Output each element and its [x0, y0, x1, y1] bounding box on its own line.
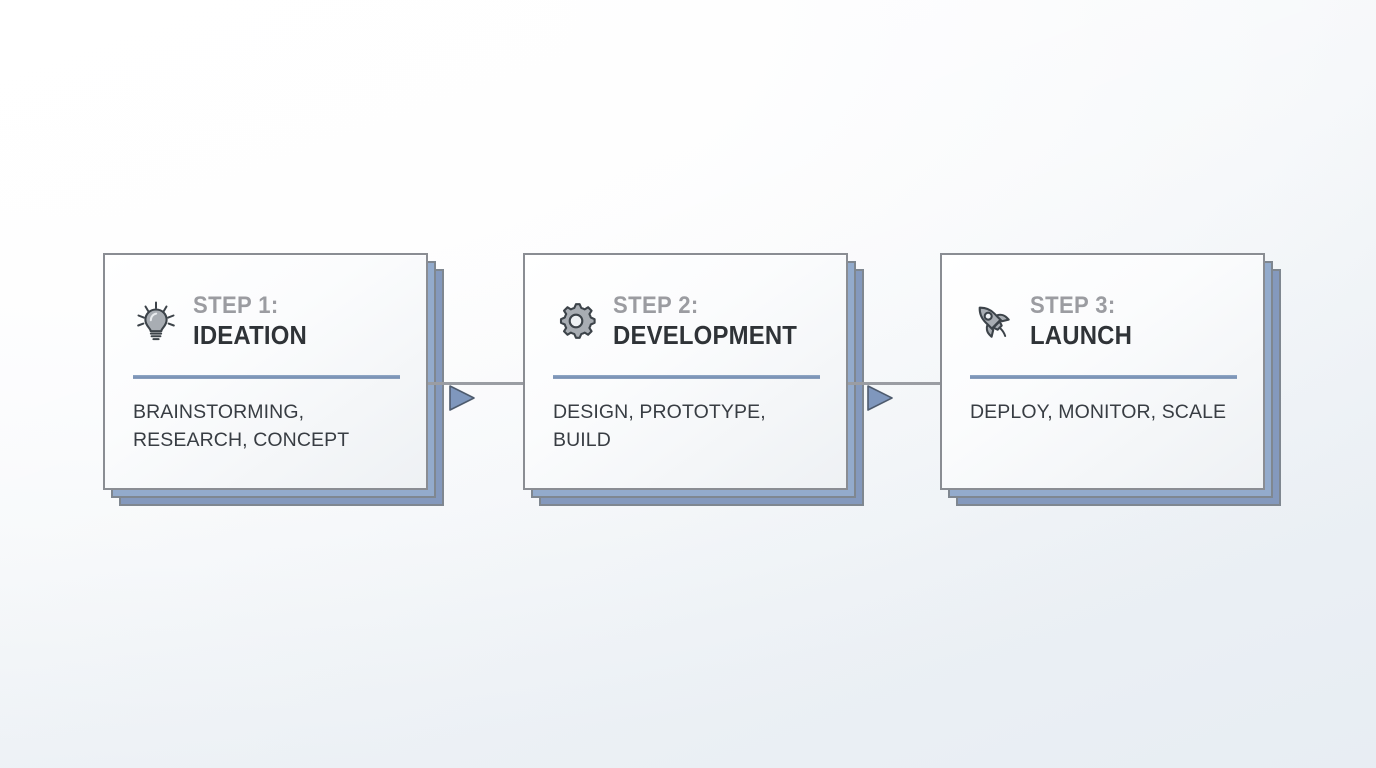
rocket-icon — [970, 298, 1016, 344]
lightbulb-icon — [133, 298, 179, 344]
card-surface — [103, 253, 428, 490]
card-surface — [523, 253, 848, 490]
step-card-1[interactable]: STEP 1: IDEATION BRAINSTORMING, RESEARCH… — [103, 253, 444, 506]
step-title: DEVELOPMENT — [613, 320, 798, 350]
card-surface — [940, 253, 1265, 490]
card-body-text: DESIGN, PROTOTYPE, BUILD — [553, 401, 766, 452]
connector-line — [428, 381, 476, 385]
step-card-2[interactable]: STEP 2: DEVELOPMENT DESIGN, PROTOTYPE, B… — [523, 253, 864, 506]
connector-line-tail — [475, 381, 523, 385]
step-title: IDEATION — [193, 320, 307, 350]
connector-1 — [428, 370, 523, 411]
step-card-3[interactable]: STEP 3: LAUNCH DEPLOY, MONITOR, SCALE — [940, 253, 1281, 506]
card-divider — [553, 375, 820, 379]
card-header: STEP 1: IDEATION — [133, 285, 400, 357]
step-title: LAUNCH — [1030, 320, 1133, 350]
card-divider — [133, 375, 400, 379]
connector-line-tail — [894, 381, 940, 385]
connector-2 — [848, 370, 940, 411]
card-divider — [970, 375, 1237, 379]
card-header: STEP 2: DEVELOPMENT — [553, 285, 820, 357]
step-eyebrow: STEP 1: — [193, 292, 279, 319]
step-eyebrow: STEP 2: — [613, 292, 699, 319]
card-body-text: BRAINSTORMING, RESEARCH, CONCEPT — [133, 401, 350, 452]
step-eyebrow: STEP 3: — [1030, 292, 1116, 319]
card-body-text: DEPLOY, MONITOR, SCALE — [970, 401, 1227, 423]
connector-line — [848, 381, 894, 385]
card-header: STEP 3: LAUNCH — [970, 285, 1237, 357]
gear-icon — [553, 298, 599, 344]
